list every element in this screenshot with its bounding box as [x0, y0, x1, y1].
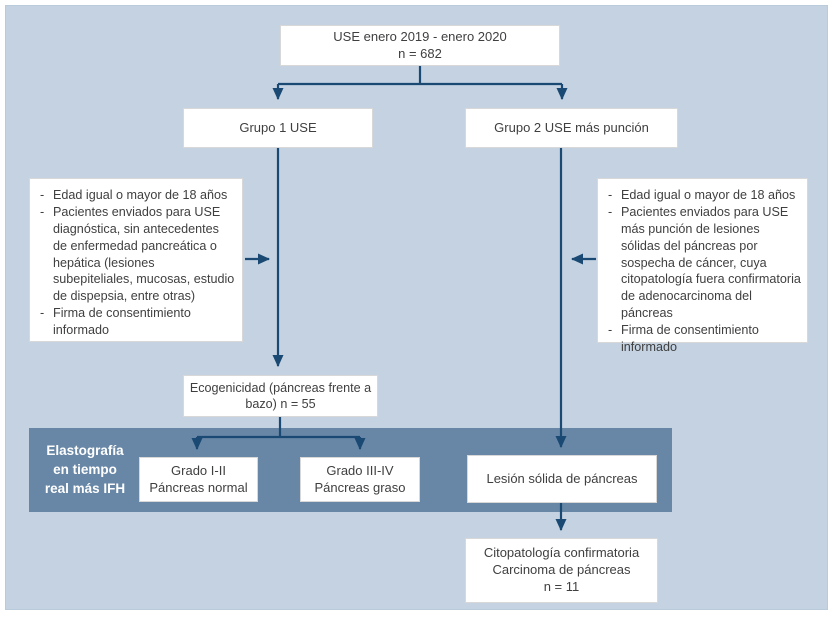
solid-lesion-box: Lesión sólida de páncreas: [467, 455, 657, 503]
criteria-right-item: Edad igual o mayor de 18 años: [604, 187, 801, 204]
grade34-line1: Grado III-IV: [326, 462, 394, 478]
cytopathology-box: Citopatología confirmatoria Carcinoma de…: [465, 538, 658, 603]
elastography-band-label: Elastografía en tiempo real más IFH: [31, 441, 139, 498]
grade34-line2: Páncreas graso: [314, 479, 406, 495]
grade12-box: Grado I-II Páncreas normal: [139, 457, 258, 502]
band-label-line2: en tiempo: [53, 462, 117, 478]
criteria-left-box: Edad igual o mayor de 18 años Pacientes …: [29, 178, 243, 342]
criteria-left-item: Pacientes enviados para USE diagnóstica,…: [36, 204, 236, 305]
criteria-right-box: Edad igual o mayor de 18 años Pacientes …: [597, 178, 808, 354]
criteria-left-item: Firma de consentimiento informado: [36, 305, 236, 339]
band-label-line1: Elastografía: [46, 443, 124, 458]
ecogenicity-label: Ecogenicidad (páncreas frente a bazo) n …: [189, 380, 372, 411]
grade34-box: Grado III-IV Páncreas graso: [300, 457, 420, 502]
cytopathology-line2: Carcinoma de páncreas: [492, 562, 631, 578]
cytopathology-line3: n = 11: [543, 578, 580, 594]
group2-box: Grupo 2 USE más punción: [465, 108, 678, 148]
grade12-line1: Grado I-II: [171, 462, 226, 478]
band-label-line3: real más IFH: [44, 481, 126, 497]
criteria-right-item: Pacientes enviados para USE más punción …: [604, 204, 801, 322]
group2-label: Grupo 2 USE más punción: [494, 119, 649, 135]
criteria-left-item: Edad igual o mayor de 18 años: [36, 187, 236, 204]
criteria-left-list: Edad igual o mayor de 18 años Pacientes …: [36, 187, 236, 339]
top-box-n: n = 682: [398, 45, 442, 61]
top-box-use-total: USE enero 2019 - enero 2020 n = 682: [280, 25, 560, 66]
solid-lesion-label: Lesión sólida de páncreas: [486, 470, 638, 486]
top-box-title: USE enero 2019 - enero 2020: [333, 28, 507, 44]
criteria-right-list: Edad igual o mayor de 18 años Pacientes …: [604, 187, 801, 356]
group1-label: Grupo 1 USE: [239, 119, 317, 135]
group1-box: Grupo 1 USE: [183, 108, 373, 148]
ecogenicity-box: Ecogenicidad (páncreas frente a bazo) n …: [183, 375, 378, 417]
grade12-line2: Páncreas normal: [149, 479, 248, 495]
cytopathology-line1: Citopatología confirmatoria: [483, 545, 640, 561]
criteria-right-item: Firma de consentimiento informado: [604, 322, 801, 356]
